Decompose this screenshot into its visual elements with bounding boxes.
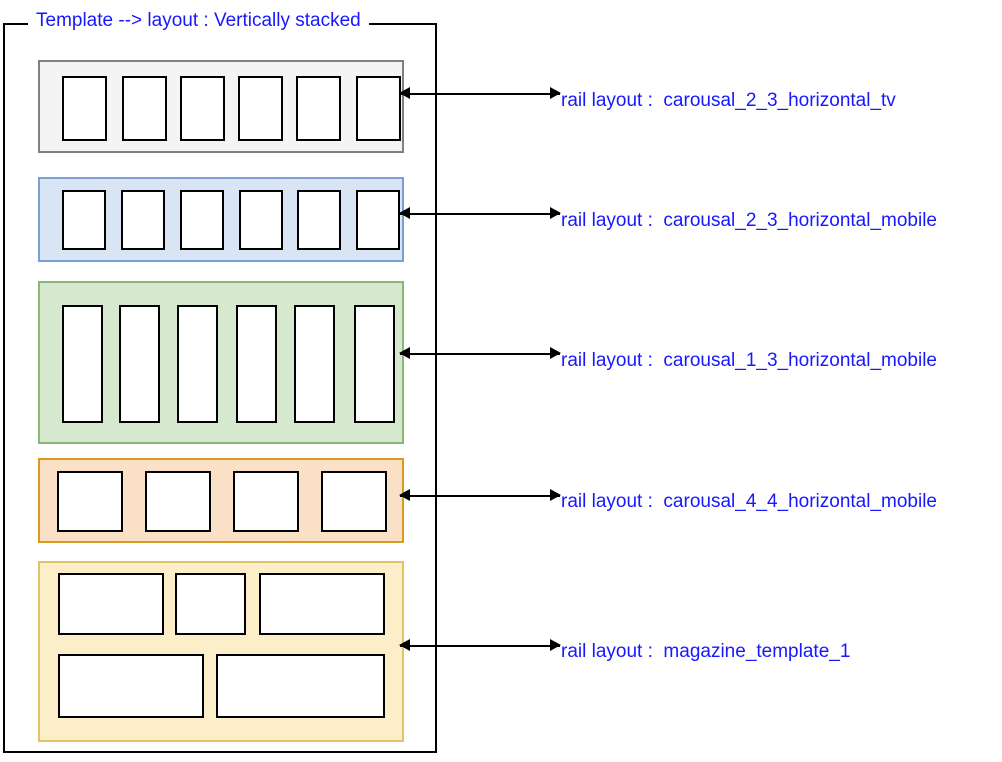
rail-callout-arrow [399, 636, 561, 656]
rail-card[interactable] [57, 471, 123, 532]
rail-card[interactable] [239, 190, 283, 250]
rail-callout-arrow [399, 344, 561, 364]
arrow-line [400, 495, 560, 497]
rail-card[interactable] [119, 305, 160, 423]
rail-card[interactable] [236, 305, 277, 423]
rail-carousal-2-3-horizontal-tv[interactable] [38, 60, 404, 153]
arrow-head-left-icon [399, 489, 410, 501]
rail-carousal-4-4-horizontal-mobile[interactable] [38, 458, 404, 543]
rail-card[interactable] [58, 573, 164, 635]
rail-card[interactable] [62, 76, 107, 141]
rail-layout-label-value: carousal_2_3_horizontal_mobile [652, 210, 938, 231]
rail-card[interactable] [233, 471, 299, 532]
rail-layout-label: rail layout : carousal_4_4_horizontal_mo… [561, 491, 937, 513]
arrow-head-left-icon [399, 87, 410, 99]
rail-card[interactable] [180, 76, 225, 141]
rail-layout-label: rail layout : carousal_2_3_horizontal_tv [561, 90, 896, 112]
arrow-line [400, 93, 560, 95]
rail-card[interactable] [145, 471, 211, 532]
rail-callout-arrow [399, 486, 561, 506]
arrow-line [400, 353, 560, 355]
rail-card[interactable] [58, 654, 204, 718]
rail-card[interactable] [294, 305, 335, 423]
rail-layout-label: rail layout : magazine_template_1 [561, 641, 850, 663]
rail-card[interactable] [354, 305, 395, 423]
rail-card[interactable] [180, 190, 224, 250]
arrow-line [400, 213, 560, 215]
rail-magazine-template-1[interactable] [38, 561, 404, 742]
rail-layout-label-prefix: rail layout : [561, 350, 653, 371]
rail-card[interactable] [62, 190, 106, 250]
arrow-head-right-icon [550, 347, 561, 359]
rail-layout-label-prefix: rail layout : [561, 210, 653, 231]
rail-card[interactable] [297, 190, 341, 250]
rail-callout-arrow [399, 84, 561, 104]
rail-carousal-2-3-horizontal-mobile[interactable] [38, 177, 404, 262]
rail-card[interactable] [356, 76, 401, 141]
rail-card[interactable] [62, 305, 103, 423]
rail-card[interactable] [121, 190, 165, 250]
arrow-line [400, 645, 560, 647]
rail-carousal-1-3-horizontal-mobile[interactable] [38, 281, 404, 444]
rail-layout-label-value: carousal_4_4_horizontal_mobile [652, 491, 938, 512]
rail-card[interactable] [296, 76, 341, 141]
arrow-head-left-icon [399, 347, 410, 359]
rail-layout-label-value: carousal_2_3_horizontal_tv [652, 90, 896, 111]
arrow-head-right-icon [550, 489, 561, 501]
arrow-head-right-icon [550, 207, 561, 219]
arrow-head-right-icon [550, 639, 561, 651]
rail-card[interactable] [356, 190, 400, 250]
rail-callout-arrow [399, 204, 561, 224]
arrow-head-right-icon [550, 87, 561, 99]
arrow-head-left-icon [399, 207, 410, 219]
rail-card[interactable] [238, 76, 283, 141]
rail-layout-label: rail layout : carousal_1_3_horizontal_mo… [561, 350, 937, 372]
rail-card[interactable] [259, 573, 385, 635]
rail-layout-label-prefix: rail layout : [561, 641, 653, 662]
rail-layout-label-prefix: rail layout : [561, 491, 653, 512]
rail-layout-label-prefix: rail layout : [561, 90, 653, 111]
rail-card[interactable] [175, 573, 246, 635]
rail-layout-label-value: carousal_1_3_horizontal_mobile [652, 350, 938, 371]
rail-card[interactable] [216, 654, 385, 718]
rail-layout-label: rail layout : carousal_2_3_horizontal_mo… [561, 210, 937, 232]
rail-card[interactable] [122, 76, 167, 141]
rail-card[interactable] [177, 305, 218, 423]
rail-card[interactable] [321, 471, 387, 532]
arrow-head-left-icon [399, 639, 410, 651]
rail-layout-label-value: magazine_template_1 [652, 641, 851, 662]
template-title: Template --> layout : Vertically stacked [28, 8, 369, 34]
